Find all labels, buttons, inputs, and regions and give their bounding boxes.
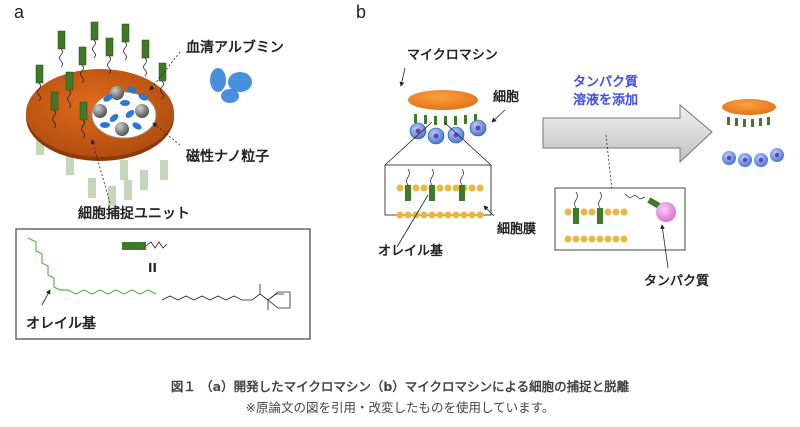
oleyl-chain <box>27 237 157 295</box>
peg-linker <box>161 284 284 310</box>
captured-cells <box>409 119 487 145</box>
magnetic-nanoparticles <box>93 86 149 136</box>
serum-albumin-label: 血清アルブミン <box>186 40 284 56</box>
protein-sphere <box>656 202 676 222</box>
figure-caption-title: 図１ （a）開発したマイクロマシン（b）マイクロマシンによる細胞の捕捉と脱離 <box>170 379 630 394</box>
panel-b-letter: b <box>356 2 367 22</box>
chemical-structure-box <box>15 228 311 340</box>
micromachine-with-cells <box>384 67 506 166</box>
unit-symbol <box>122 242 146 250</box>
equals-sign: II <box>148 261 157 275</box>
panel-a-pointer-arrows <box>90 51 181 204</box>
oleyl-group-label-b: オレイル基 <box>378 244 444 259</box>
capture-unit-tails <box>37 39 164 139</box>
panel-a-letter: a <box>14 2 25 22</box>
released-state <box>722 99 784 167</box>
lipid-heads-bottom <box>396 211 484 219</box>
oleyl-group-label-a: オレイル基 <box>26 316 96 332</box>
cell-label: 細胞 <box>493 90 520 105</box>
micromachine-disk-illustration <box>26 21 174 206</box>
albumin-particles <box>100 86 148 130</box>
figure-caption-note: ※原論文の図を引用・改変したものを使用しています。 <box>245 400 555 415</box>
process-arrow <box>542 103 713 191</box>
magnetic-nanoparticles-label: 磁性ナノ粒子 <box>186 149 270 165</box>
membrane-box-1 <box>384 164 495 248</box>
succinimide-ring <box>267 291 291 309</box>
protein-label: タンパク質 <box>644 274 710 289</box>
membrane-box-2 <box>554 187 686 269</box>
micromachine-label: マイクロマシン <box>407 48 498 63</box>
cell-capture-unit-label: 細胞捕捉ユニット <box>78 206 190 222</box>
albumin-protein-structure <box>210 68 252 103</box>
cell-membrane-label: 細胞膜 <box>497 222 537 237</box>
add-protein-label-line2: 溶液を添加 <box>573 93 639 108</box>
bottom-capture-units <box>36 135 168 206</box>
add-protein-label-line1: タンパク質 <box>573 75 639 90</box>
released-cells <box>722 148 784 167</box>
